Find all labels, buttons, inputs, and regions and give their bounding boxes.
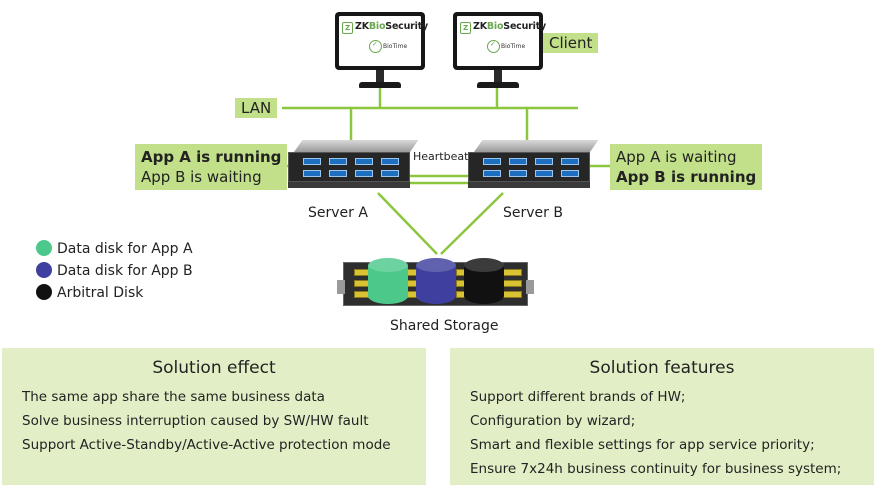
list-item: The same app share the same business dat… (22, 389, 325, 405)
server-b-status-line-1: App A is waiting (616, 148, 737, 166)
monitor-neck (376, 70, 384, 84)
server-a-storage-line (377, 192, 438, 255)
biotime-logo: BioTime (487, 40, 525, 53)
monitor-stand (477, 82, 519, 88)
list-item: Smart and flexible settings for app serv… (470, 437, 815, 453)
server-a-caption: Server A (308, 205, 368, 221)
legend-label: Data disk for App A (57, 241, 193, 257)
server-b-storage-line (440, 192, 504, 255)
client-label: Client (543, 33, 599, 53)
lan-label: LAN (235, 98, 278, 118)
app-a-data-disk (368, 258, 408, 304)
legend-label: Arbitral Disk (57, 285, 144, 301)
black-disk-icon (36, 284, 52, 300)
server-a-image (288, 140, 419, 194)
legend-item-arbitral-disk: Arbitral Disk (36, 283, 143, 303)
solution-features-panel: Solution features Support different bran… (450, 348, 874, 485)
server-b-caption: Server B (503, 205, 563, 221)
list-item: Support different brands of HW; (470, 389, 686, 405)
solution-effect-list: The same app share the same business dat… (22, 385, 426, 457)
legend-label: Data disk for App B (57, 263, 193, 279)
server-a-status-line-2: App B is waiting (141, 168, 262, 186)
server-a-status-line-1: App A is running (141, 148, 282, 166)
arbitral-disk (464, 258, 504, 304)
server-b-status-line-2: App B is running (616, 168, 757, 186)
monitor-neck (494, 70, 502, 84)
list-item: Configuration by wizard; (470, 413, 636, 429)
list-item: Solve business interruption caused by SW… (22, 413, 369, 429)
server-b-image (468, 140, 599, 194)
server-b-status: App A is waiting App B is running (610, 144, 763, 190)
legend-item-app-a-disk: Data disk for App A (36, 239, 193, 259)
heartbeat-label: Heartbeat (413, 150, 469, 163)
blue-disk-icon (36, 262, 52, 278)
list-item: Support Active-Standby/Active-Active pro… (22, 437, 391, 453)
legend-item-app-b-disk: Data disk for App B (36, 261, 193, 281)
server-a-status: App A is running App B is waiting (135, 144, 288, 190)
solution-features-list: Support different brands of HW; Configur… (470, 385, 874, 481)
list-item: Ensure 7x24h business continuity for bus… (470, 461, 842, 477)
monitor-stand (359, 82, 401, 88)
biotime-logo: BioTime (369, 40, 407, 53)
solution-effect-title: Solution effect (152, 358, 276, 378)
solution-effect-panel: Solution effect The same app share the s… (2, 348, 426, 485)
app-b-data-disk (416, 258, 456, 304)
solution-features-title: Solution features (589, 358, 735, 378)
shared-storage-caption: Shared Storage (390, 318, 499, 334)
green-disk-icon (36, 240, 52, 256)
